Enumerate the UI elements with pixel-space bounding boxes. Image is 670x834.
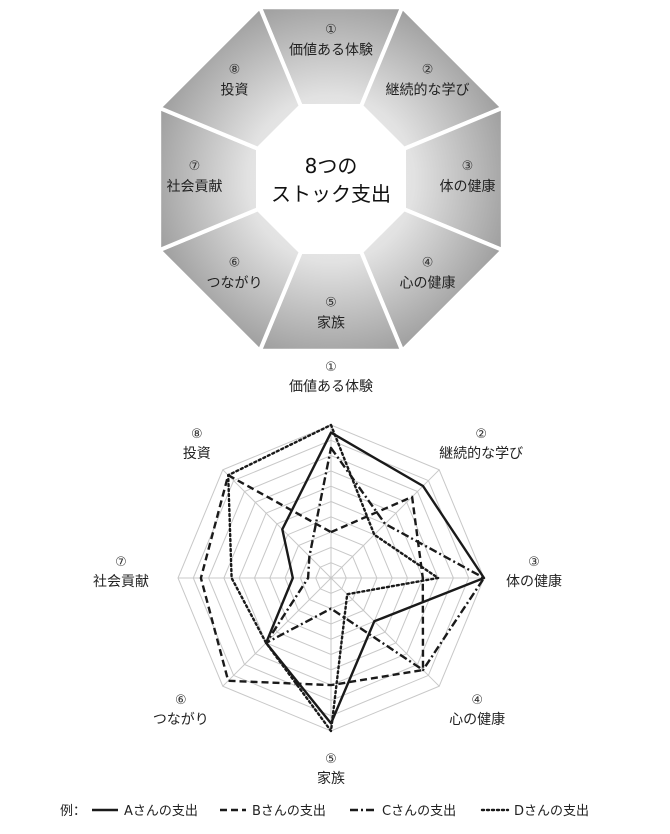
radar-series-d <box>226 423 440 733</box>
octagon-segment-label: 家族 <box>317 315 345 332</box>
radar-spoke <box>330 469 440 579</box>
radar-axis-label: 価値ある体験 <box>289 379 373 395</box>
radar-axis-label: 心の健康 <box>449 711 505 728</box>
legend-label: Bさんの支出 <box>252 804 326 819</box>
legend-label: Dさんの支出 <box>514 804 589 819</box>
radar-axis-number: ⑥ <box>175 693 187 708</box>
radar-axis-label: つながり <box>153 712 209 728</box>
octagon-segment-label: 投資 <box>220 82 248 98</box>
center-title-line2: ストック支出 <box>271 182 391 206</box>
radar-spoke <box>222 577 332 687</box>
radar-axis-number: ⑤ <box>325 752 337 767</box>
radar-axis-number: ⑦ <box>115 555 127 570</box>
radar-chart: ① 価値ある体験 ② 継続的な学び ③ 体の健康 ④ 心の健康 ⑤ 家族 ⑥ つながり ⑦ 社会貢献 ⑧ 投資 <box>93 360 562 787</box>
octagon-segment-label: 体の健康 <box>440 178 496 195</box>
octagon-segment-number: ⑥ <box>229 256 241 271</box>
radar-spoke <box>222 469 332 579</box>
radar-axis-label: 家族 <box>317 770 345 787</box>
radar-axis-number: ② <box>475 427 487 442</box>
radar-spoke <box>330 577 440 687</box>
center-title-line1: 8つの <box>305 154 358 178</box>
radar-axis-label: 体の健康 <box>506 573 562 590</box>
radar-axis-number: ⑧ <box>191 427 203 442</box>
legend-label: Cさんの支出 <box>382 804 456 819</box>
octagon-segment-number: ① <box>325 23 337 38</box>
octagon-segment-number: ② <box>422 62 434 77</box>
radar-series-c <box>264 446 486 672</box>
radar-axis-label: 社会貢献 <box>93 574 149 590</box>
radar-axis-number: ① <box>325 360 337 375</box>
octagon-segment-label: 社会貢献 <box>167 179 223 195</box>
radar-axis-number: ④ <box>471 693 483 708</box>
octagon-segment-number: ⑦ <box>189 159 201 174</box>
octagon-diagram: ① 価値ある体験 ② 継続的な学び ③ 体の健康 ④ 心の健康 ⑤ 家族 ⑥ つながり ⑦ 社会貢献 ⑧ 投資… <box>155 3 507 355</box>
octagon-segment-number: ⑧ <box>229 62 241 77</box>
octagon-center <box>259 107 403 251</box>
octagon-segment-label: 心の健康 <box>400 275 456 292</box>
octagon-segment-8 <box>155 3 304 152</box>
radar-axis-label: 継続的な学び <box>439 445 523 462</box>
legend-prefix: 例： <box>60 804 86 819</box>
legend-label: Aさんの支出 <box>124 804 198 819</box>
octagon-segment-label: 継続的な学び <box>386 81 470 98</box>
octagon-segment-label: 価値ある体験 <box>289 43 373 59</box>
octagon-segment-number: ④ <box>422 256 434 271</box>
radar-axis-label: 投資 <box>183 446 211 462</box>
radar-series-b <box>199 474 425 687</box>
legend: 例： Aさんの支出 Bさんの支出 Cさんの支出 Dさんの支出 <box>60 804 589 819</box>
octagon-segment-number: ③ <box>462 159 474 174</box>
octagon-segment-label: つながり <box>206 276 262 292</box>
octagon-segment-number: ⑤ <box>325 296 337 311</box>
radar-axis-number: ③ <box>528 555 540 570</box>
